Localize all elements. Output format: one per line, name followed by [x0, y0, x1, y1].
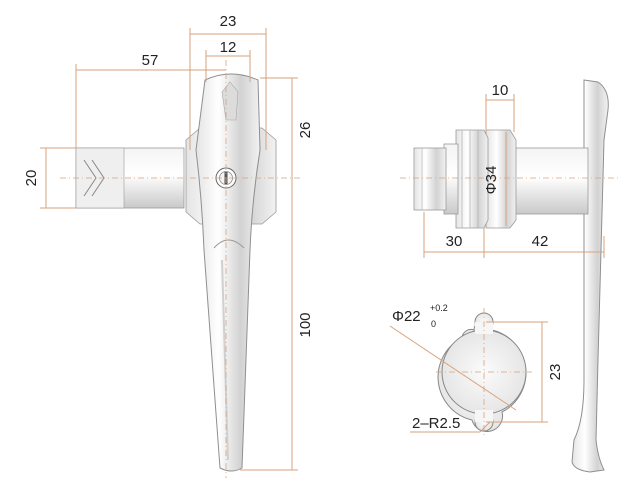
side-nut: [455, 129, 489, 229]
shaft-body: [507, 147, 589, 215]
side-view: [413, 79, 609, 473]
front-view-dimensions: 23 12 57 20 26 100: [23, 13, 314, 478]
cutout-diameter-label: Φ22: [392, 308, 421, 325]
dim-flange-diameter: Φ34: [483, 166, 500, 195]
front-view: [75, 73, 277, 472]
dim-handle-depth: 42: [532, 233, 549, 250]
cutout-radius-label: 2–R2.5: [412, 415, 460, 432]
dim-handle-width: 23: [220, 13, 237, 30]
flange: [485, 129, 517, 229]
handle-body: [195, 73, 261, 472]
cam-end: [413, 147, 447, 211]
dim-cam-width: 20: [23, 170, 40, 187]
dim-cam-offset: 57: [142, 52, 159, 69]
side-view-dimensions: 10 Φ34 30 42: [400, 82, 620, 258]
panel-cutout: [436, 308, 532, 436]
dim-body-depth: 30: [446, 233, 463, 250]
cutout-tolerance-upper: +0.2: [430, 303, 448, 313]
dim-head-width: 12: [220, 39, 237, 56]
dim-handle-length: 100: [297, 312, 314, 337]
dim-flange-thickness: 10: [492, 82, 509, 99]
dim-head-height: 26: [297, 122, 314, 139]
cutout-tolerance-lower: 0: [431, 319, 436, 329]
handle-side-profile: [571, 79, 609, 473]
cutout-dimensions: Φ22 +0.2 0 23 2–R2.5: [389, 303, 564, 433]
cutout-height: 23: [547, 364, 564, 381]
